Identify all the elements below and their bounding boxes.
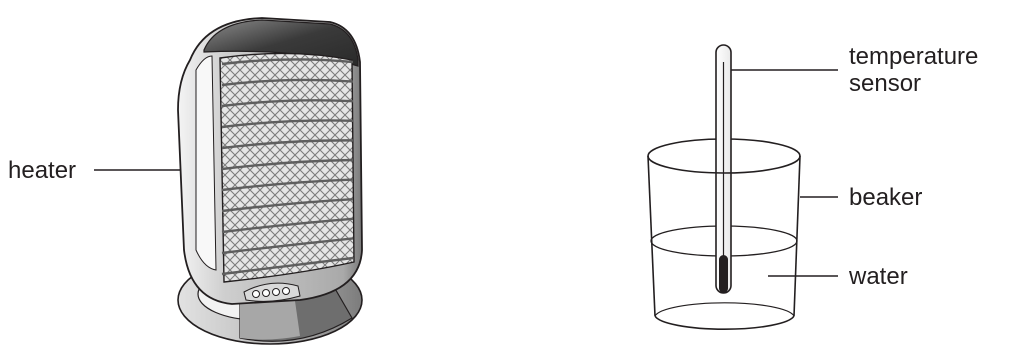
heater-button-3: [272, 288, 280, 296]
heater-label: heater: [8, 157, 76, 184]
heater-grille-bar: [221, 217, 354, 234]
heater-grille-bar: [221, 99, 354, 108]
heater-grille-bar: [221, 237, 354, 255]
heater-button-1: [252, 290, 260, 298]
heater-side-panel: [195, 55, 217, 271]
heater-button-4: [282, 287, 290, 295]
heater-grille-bar: [221, 256, 354, 276]
heater-grille-bar: [221, 158, 354, 171]
heater-grille-bar: [221, 78, 354, 87]
beaker-rim: [647, 155, 801, 174]
water-label: water: [848, 263, 908, 290]
heater-grille-bar: [221, 58, 354, 66]
heater-grille-bar: [221, 119, 354, 129]
heater-illustration: [177, 17, 363, 345]
sensor-label-line1: temperature: [849, 43, 978, 70]
beaker-label: beaker: [849, 184, 922, 211]
heater-grille-bar: [221, 139, 354, 150]
sensor-label-line2: sensor: [849, 70, 921, 97]
heater-button-2: [262, 289, 270, 297]
heater-grille-bar: [221, 198, 354, 213]
heater-top-cap: [203, 19, 359, 67]
heater-grille-bar: [221, 178, 354, 192]
heater-grille: [219, 52, 355, 283]
temperature-sensor: [715, 44, 732, 294]
heater-control-panel: [243, 282, 301, 302]
heater-grille-bars: [221, 58, 354, 276]
